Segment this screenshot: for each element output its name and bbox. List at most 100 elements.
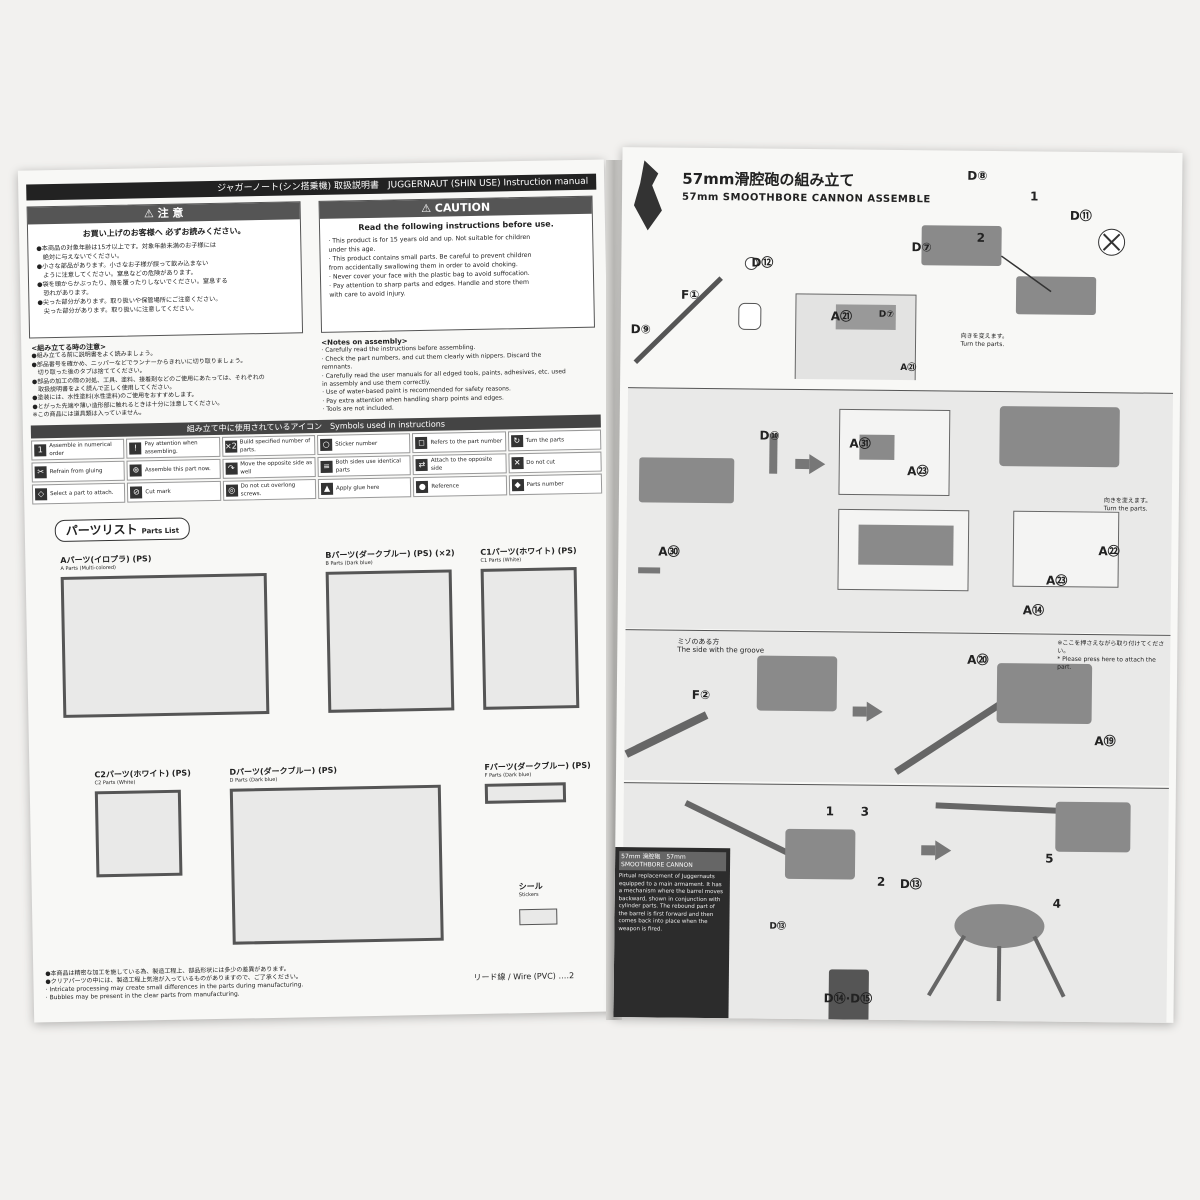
part-label-d7-detail: D⑦	[878, 309, 894, 320]
assembly-notes-en: <Notes on assembly> · Carefully read the…	[321, 334, 594, 415]
symbol-glyph-icon: ◆	[511, 479, 524, 492]
next-step-arrow-icon	[935, 840, 952, 861]
runner-b-frame	[325, 569, 455, 713]
runner-c2-frame	[94, 789, 183, 878]
caution-title-en: ⚠ CAUTION	[319, 196, 592, 219]
right-page: 57mm滑腔砲の組み立て 57mm SMOOTHBORE CANNON ASSE…	[613, 147, 1183, 1023]
info-panel-text: Pirtual replacement of Juggernauts equip…	[618, 873, 724, 933]
turn-parts-note: 向きを変えます。Turn the parts.	[960, 332, 1009, 349]
symbol-legend-item: ⊘Cut mark	[127, 480, 221, 503]
part-label-a21-detail: A㉑	[900, 363, 917, 374]
parts-list-title-en: Parts List	[141, 526, 180, 536]
part-label-f2: F②	[691, 687, 711, 703]
symbol-legend-item: ✂Refrain from gluing	[31, 460, 126, 483]
step-number: 5	[1045, 851, 1054, 866]
part-label-d13: D⑬	[899, 877, 922, 892]
step-number: 2	[876, 874, 886, 889]
symbol-glyph-icon: ↷	[225, 462, 238, 475]
symbol-legend-item: ○Sticker number	[317, 433, 411, 456]
symbol-glyph-icon: ◎	[225, 484, 238, 497]
symbol-glyph-icon: ⊘	[130, 486, 143, 499]
symbol-text: Refers to the part number	[430, 438, 503, 446]
symbol-text: Attach to the opposite side	[430, 456, 493, 472]
part-label-d9: D⑨	[630, 322, 651, 337]
part-label-d14-d15: D⑭·D⑮	[823, 991, 873, 1006]
symbol-text: Parts number	[526, 481, 564, 488]
symbol-text: Pay attention when assembling.	[144, 440, 198, 456]
left-page: ジャガーノート(シン搭乗機) 取扱説明書 JUGGERNAUT (SHIN US…	[17, 159, 621, 1023]
symbol-legend-item: ▲Apply glue here	[317, 477, 412, 499]
symbol-text: Assemble this part now.	[144, 466, 211, 474]
symbol-text: Reference	[431, 483, 460, 490]
caution-title-jp: ⚠ 注 意	[27, 202, 300, 225]
symbol-legend-item: ⊕Assemble this part now.	[126, 458, 221, 481]
symbol-glyph-icon: 1	[34, 444, 47, 457]
symbol-legend-item: ↷Move the opposite side as well	[222, 457, 316, 479]
symbol-legend-item: ◎Do not cut overlong screws.	[222, 479, 317, 501]
next-step-arrow-icon	[809, 454, 826, 475]
part-label-d13-detail: D⑬	[769, 921, 786, 932]
part-label-a21: A㉑	[830, 309, 853, 324]
cannon-info-panel: 57mm 滑腔砲 57mm SMOOTHBORE CANNON Pirtual …	[613, 847, 731, 1019]
runner-c2: C2パーツ(ホワイト) (PS) C2 Parts (White)	[94, 767, 216, 889]
caution-subtitle-en: Read the following instructions before u…	[358, 219, 554, 233]
sticker-sheet: シール Stickers	[519, 880, 580, 941]
symbol-text: Cut mark	[145, 488, 171, 496]
symbol-legend-item: ⇄Attach to the opposite side	[412, 453, 507, 476]
part-label-d10: D⑩	[759, 428, 780, 443]
part-label-a23b: A㉓	[1045, 573, 1068, 588]
footer-notes: ●本商品は精密な加工を施している為、製造工程上、部品形状には多少の差異があります…	[45, 964, 386, 1003]
runner-d-frame	[229, 784, 444, 945]
symbol-legend-item: ≡Both sides use identical parts	[317, 455, 412, 478]
caution-subtitle-jp: お買い上げのお客様へ 必ずお読みください。	[82, 226, 246, 239]
symbol-text: Apply glue here	[335, 484, 380, 492]
symbol-text: Both sides use identical parts	[335, 458, 401, 474]
section-title-en: 57mm SMOOTHBORE CANNON ASSEMBLE	[681, 191, 931, 206]
runner-f: Fパーツ(ダークブルー) (PS) F Parts (Dark blue)	[484, 760, 605, 822]
runner-a-frame	[60, 573, 270, 718]
symbol-glyph-icon: ◇	[34, 488, 48, 501]
symbol-legend-item: ●Reference	[413, 475, 507, 498]
symbol-text: Do not cut	[526, 459, 556, 466]
symbol-text: Select a part to attach.	[50, 489, 114, 498]
part-label-f1: F①	[680, 287, 700, 302]
symbol-legend-item: ◻Refers to the part number	[412, 431, 507, 454]
symbol-text: Turn the parts	[525, 437, 565, 445]
symbol-text: Refrain from gluing	[49, 468, 103, 476]
part-label-d8: D⑧	[967, 168, 988, 183]
runner-c1: C1パーツ(ホワイト) (PS) C1 Parts (White)	[480, 545, 603, 712]
runner-c2-sub: C2 Parts (White)	[94, 779, 136, 787]
symbol-text: Assemble in numerical order	[49, 441, 112, 458]
part-label-d11: D⑪	[1069, 208, 1092, 224]
symbol-glyph-icon: ○	[320, 438, 333, 451]
symbol-glyph-icon: ⊕	[129, 464, 143, 477]
part-label-a19: A⑲	[1094, 734, 1116, 749]
symbol-text: Do not cut overlong screws.	[240, 482, 296, 498]
runner-c1-sub: C1 Parts (White)	[480, 557, 522, 564]
symbol-text: Build specified number of parts.	[239, 438, 311, 454]
part-label-a22: A㉒	[1098, 544, 1120, 559]
part-label-d12: D⑫	[751, 255, 774, 270]
step-3-drawing	[624, 655, 1093, 775]
runner-a: Aパーツ(イロプラ) (PS) A Parts (Multi-colored)	[60, 550, 303, 720]
step-1-drawing	[633, 225, 1126, 383]
part-label-a14: A⑭	[1022, 603, 1045, 618]
step-number: 1	[825, 804, 835, 819]
step-2-drawing	[638, 406, 1120, 592]
step-4-drawing	[684, 800, 1131, 1023]
character-silhouette-icon	[633, 160, 662, 231]
part-label-a23: A㉓	[907, 464, 929, 479]
symbol-legend-item: ↻Turn the parts	[507, 429, 602, 452]
caution-box-jp: ⚠ 注 意 お買い上げのお客様へ 必ずお読みください。 ●本商品の対象年齢は15…	[26, 201, 304, 339]
step-number: 3	[860, 804, 870, 819]
symbol-legend-item: ✕Do not cut	[508, 451, 602, 474]
symbol-glyph-icon: ↻	[510, 435, 523, 448]
turn-parts-note-2: 向きを変えます。Turn the parts.	[1103, 497, 1152, 513]
symbol-text: Move the opposite side as well	[240, 460, 313, 476]
runner-f-label: Fパーツ(ダークブルー) (PS)	[484, 760, 591, 772]
symbol-text: Sticker number	[335, 440, 378, 448]
part-label-d7: D⑦	[911, 240, 932, 255]
